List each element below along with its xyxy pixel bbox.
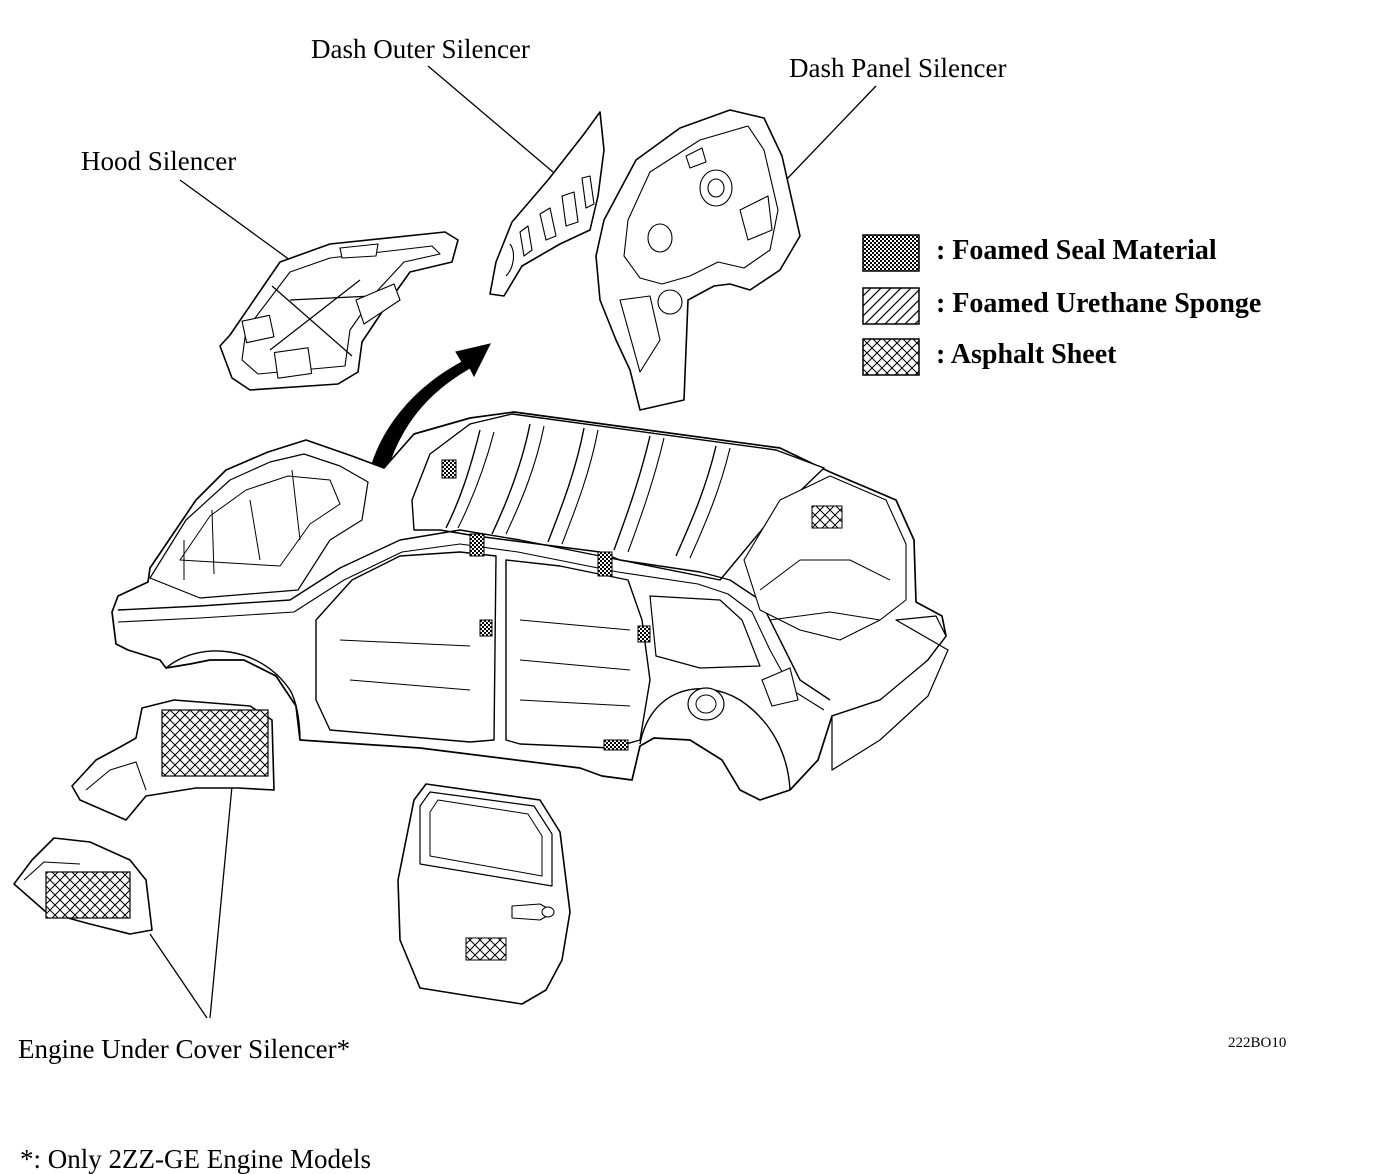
legend-label: : Foamed Seal Material — [936, 235, 1217, 266]
dash-outer-silencer-part — [489, 111, 605, 297]
hood-silencer-label: Hood Silencer — [81, 146, 237, 176]
rear-door-part — [397, 783, 571, 1005]
dash-panel-silencer-label: Dash Panel Silencer — [789, 53, 1007, 83]
hood-silencer-part — [219, 231, 459, 391]
footnote: *: Only 2ZZ-GE Engine Models — [20, 1144, 371, 1174]
cargo-asphalt-patch — [811, 505, 843, 529]
legend-label: : Foamed Urethane Sponge — [936, 288, 1262, 319]
legend-label: : Asphalt Sheet — [936, 339, 1117, 370]
foamed-seal-swatch — [862, 234, 920, 272]
dash-outer-silencer-label: Dash Outer Silencer — [311, 34, 530, 64]
engine-under-cover-lower-asphalt — [45, 871, 131, 919]
engine-under-cover-silencer-label: Engine Under Cover Silencer* — [18, 1034, 351, 1064]
door-asphalt-patch — [465, 937, 507, 961]
leader-lines — [149, 65, 877, 1019]
engine-under-cover-upper-asphalt — [161, 709, 269, 777]
car-body-shell — [111, 411, 949, 801]
dash-panel-silencer-part — [595, 109, 801, 411]
figure-code: 222BO10 — [1228, 1035, 1287, 1051]
asphalt-sheet-swatch — [862, 338, 920, 376]
urethane-sponge-swatch — [862, 287, 920, 325]
foamed-seal-patches — [441, 459, 651, 751]
